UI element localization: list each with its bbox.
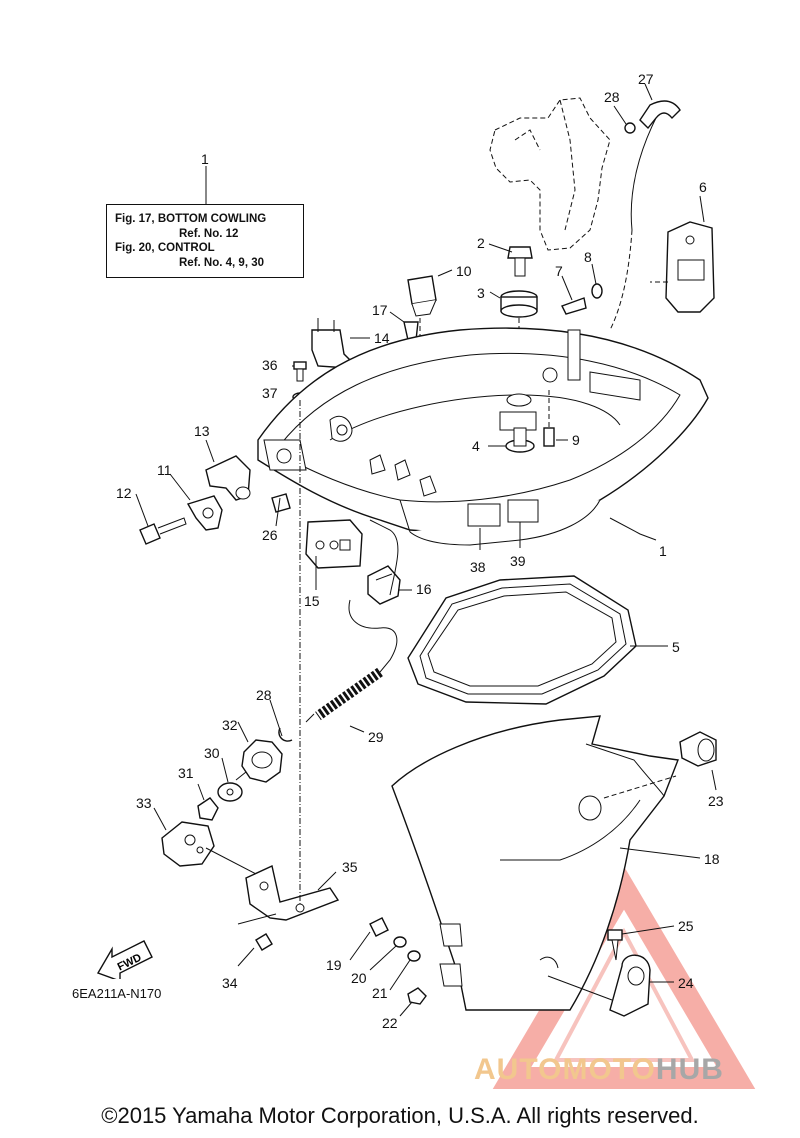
part-4-collar bbox=[505, 427, 535, 453]
part-13-bracket bbox=[205, 455, 251, 501]
part-24-bracket bbox=[547, 954, 651, 1017]
callout-32: 32 bbox=[222, 717, 238, 733]
callout-1-top: 1 bbox=[201, 151, 209, 167]
callout-18: 18 bbox=[704, 851, 720, 867]
ref-line-2: Ref. No. 12 bbox=[179, 227, 239, 240]
callout-17: 17 bbox=[372, 302, 388, 318]
callout-4: 4 bbox=[472, 438, 480, 454]
callout-22: 22 bbox=[382, 1015, 398, 1031]
callout-37: 37 bbox=[262, 385, 278, 401]
part-28-clip-lower bbox=[269, 699, 293, 742]
part-21-washer bbox=[407, 950, 421, 962]
callout-15: 15 bbox=[304, 593, 320, 609]
callout-30: 30 bbox=[204, 745, 220, 761]
callout-20: 20 bbox=[351, 970, 367, 986]
part-36-bolt bbox=[293, 361, 307, 382]
part-11-plate bbox=[186, 495, 223, 531]
callout-14: 14 bbox=[374, 330, 390, 346]
callout-2: 2 bbox=[477, 235, 485, 251]
part-34-screw bbox=[255, 933, 273, 951]
part-30-nut bbox=[217, 771, 247, 802]
part-5-seal bbox=[407, 575, 637, 705]
callout-16: 16 bbox=[416, 581, 432, 597]
part-27-hose bbox=[609, 100, 681, 331]
watermark-part2: HUB bbox=[655, 1053, 724, 1086]
part-23-grommet bbox=[679, 731, 717, 767]
part-32-knob bbox=[241, 739, 283, 783]
reference-box: Fig. 17, BOTTOM COWLING Ref. No. 12 Fig.… bbox=[106, 204, 304, 278]
callout-25: 25 bbox=[678, 918, 694, 934]
callout-39: 39 bbox=[510, 553, 526, 569]
callout-7: 7 bbox=[555, 263, 563, 279]
callout-6: 6 bbox=[699, 179, 707, 195]
part-15-switch bbox=[305, 519, 363, 569]
part-9-nipple bbox=[543, 390, 555, 447]
callout-23: 23 bbox=[708, 793, 724, 809]
callout-36: 36 bbox=[262, 357, 278, 373]
callout-12: 12 bbox=[116, 485, 132, 501]
callout-24: 24 bbox=[678, 975, 694, 991]
part-20-washer bbox=[393, 936, 407, 948]
callout-8: 8 bbox=[584, 249, 592, 265]
part-26-grommet bbox=[271, 493, 291, 513]
callout-34: 34 bbox=[222, 975, 238, 991]
part-16-cap bbox=[367, 519, 401, 605]
part-8-washer bbox=[591, 283, 603, 299]
callout-28-top: 28 bbox=[604, 89, 620, 105]
part-2-bolt bbox=[507, 246, 533, 277]
part-12-bolt bbox=[139, 517, 187, 545]
part-7-screw bbox=[561, 297, 587, 315]
callout-19: 19 bbox=[326, 957, 342, 973]
watermark-part1: AUTOMOTO bbox=[474, 1053, 656, 1086]
part-6-bracket bbox=[650, 221, 715, 313]
fwd-arrow-icon: FWD bbox=[96, 940, 153, 979]
callout-1: 1 bbox=[659, 543, 667, 559]
leader-lines bbox=[135, 83, 717, 1017]
part-31-washer bbox=[197, 797, 219, 821]
copyright-notice: ©2015 Yamaha Motor Corporation, U.S.A. A… bbox=[101, 1103, 699, 1128]
callout-21: 21 bbox=[372, 985, 388, 1001]
watermark-logo: AUTOMOTOHUB bbox=[474, 1053, 724, 1087]
part-33-holder bbox=[161, 821, 257, 875]
part-19-screw bbox=[369, 917, 389, 937]
callout-26: 26 bbox=[262, 527, 278, 543]
callout-27: 27 bbox=[638, 71, 654, 87]
part-28-clip-top bbox=[624, 122, 636, 134]
part-1-bottom-cowling bbox=[257, 327, 709, 546]
diagram-code: 6EA211A-N170 bbox=[72, 986, 162, 1001]
callout-3: 3 bbox=[477, 285, 485, 301]
callout-38: 38 bbox=[470, 559, 486, 575]
ref-line-4: Ref. No. 4, 9, 30 bbox=[179, 256, 265, 269]
callout-11: 11 bbox=[157, 462, 172, 478]
callout-33: 33 bbox=[136, 795, 152, 811]
part-3-grommet bbox=[500, 290, 538, 390]
part-22-nut bbox=[407, 987, 427, 1005]
callout-13: 13 bbox=[194, 423, 210, 439]
callouts: 1 1 2 3 4 5 6 7 8 9 10 11 12 13 14 15 16… bbox=[116, 71, 724, 1031]
part-18-apron bbox=[391, 715, 679, 1011]
part-29-cable bbox=[305, 599, 398, 723]
callout-29: 29 bbox=[368, 729, 384, 745]
part-25-screw bbox=[607, 929, 623, 961]
callout-5: 5 bbox=[672, 639, 680, 655]
callout-28: 28 bbox=[256, 687, 272, 703]
ref-line-3: Fig. 20, CONTROL bbox=[115, 242, 215, 254]
engine-ghost bbox=[489, 97, 611, 251]
callout-10: 10 bbox=[456, 263, 472, 279]
part-14-bracket bbox=[311, 318, 351, 369]
callout-9: 9 bbox=[572, 432, 580, 448]
callout-35: 35 bbox=[342, 859, 358, 875]
ref-line-1: Fig. 17, BOTTOM COWLING bbox=[115, 213, 267, 225]
part-35-plate bbox=[237, 400, 340, 925]
callout-31: 31 bbox=[178, 765, 194, 781]
